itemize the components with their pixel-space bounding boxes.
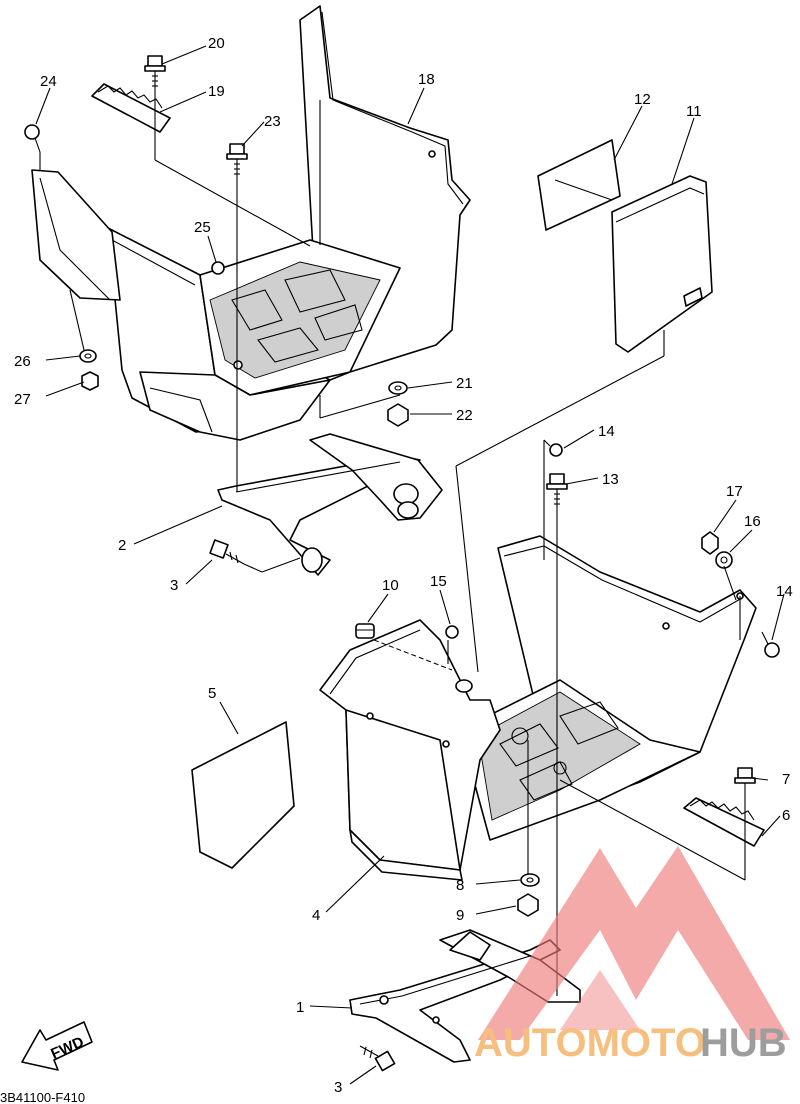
- watermark-text-a: AUTOMOTO: [474, 1021, 706, 1065]
- callout-24: 24: [40, 73, 57, 90]
- left-footrest-board: [31, 5, 471, 441]
- callout-8: 8: [456, 877, 464, 894]
- screw-15: [445, 625, 459, 639]
- callout-21: 21: [456, 375, 473, 392]
- screw-24: [24, 124, 41, 153]
- callout-6: 6: [782, 807, 790, 824]
- callout-3-lower: 3: [334, 1079, 342, 1096]
- callout-25: 25: [194, 219, 211, 236]
- watermark-logo: AUTOMOTO HUB: [474, 846, 790, 1065]
- washer-16: [715, 551, 733, 569]
- nut-9: [517, 893, 539, 917]
- cover-11: [611, 175, 713, 353]
- reference-lines: [39, 92, 746, 996]
- callout-5: 5: [208, 685, 216, 702]
- callout-17: 17: [726, 483, 743, 500]
- screw-14-upper: [543, 439, 563, 457]
- callout-26: 26: [14, 353, 31, 370]
- callout-1: 1: [296, 999, 304, 1016]
- washer-8: [520, 873, 540, 887]
- callout-13: 13: [602, 471, 619, 488]
- callout-3-upper: 3: [170, 577, 178, 594]
- callout-20: 20: [208, 35, 225, 52]
- callout-27: 27: [14, 391, 31, 408]
- bolt-20: [144, 55, 166, 92]
- watermark-text-b: HUB: [700, 1021, 787, 1065]
- nut-22: [387, 403, 409, 427]
- callout-leaders: [35, 45, 785, 1085]
- tread-plate-19: [91, 83, 171, 133]
- fwd-arrow-icon: FWD: [21, 1021, 93, 1071]
- callout-15: 15: [430, 573, 447, 590]
- bracket-2: [217, 433, 443, 576]
- bolt-23: [226, 143, 248, 182]
- callout-9: 9: [456, 907, 464, 924]
- washer-26: [79, 349, 97, 363]
- callout-10: 10: [382, 577, 399, 594]
- callout-7: 7: [782, 771, 790, 788]
- watermark-mark-icon: [478, 846, 790, 1040]
- callout-11: 11: [686, 103, 702, 120]
- diagram-code: 3B41100-F410: [0, 1090, 85, 1104]
- callout-18: 18: [418, 71, 435, 88]
- bolt-7: [734, 767, 756, 806]
- bolt-3-lower: [359, 1045, 396, 1072]
- callout-19: 19: [208, 83, 225, 100]
- callout-2: 2: [118, 537, 126, 554]
- callout-22: 22: [456, 407, 473, 424]
- nut-17: [701, 531, 719, 555]
- callout-14-upper: 14: [598, 423, 615, 440]
- pad-12: [537, 139, 621, 231]
- bolt-3-upper: [209, 539, 245, 565]
- grommet-10: [355, 623, 375, 639]
- bolt-13: [546, 473, 568, 512]
- sheet-5: [191, 721, 295, 869]
- callout-12: 12: [634, 91, 651, 108]
- screw-25: [211, 261, 225, 275]
- callout-4: 4: [312, 907, 320, 924]
- callout-numbers: 20 19 24 18 23 12 11 25 26 27 21 22 14 1…: [14, 35, 793, 1096]
- tread-plate-6: [683, 797, 765, 847]
- washer-21: [388, 381, 408, 395]
- callout-16: 16: [744, 513, 761, 530]
- callout-23: 23: [264, 113, 281, 130]
- callout-14-right: 14: [776, 583, 793, 600]
- screw-14-right: [761, 631, 780, 658]
- right-footrest-board: [319, 535, 757, 881]
- nut-27: [81, 371, 99, 391]
